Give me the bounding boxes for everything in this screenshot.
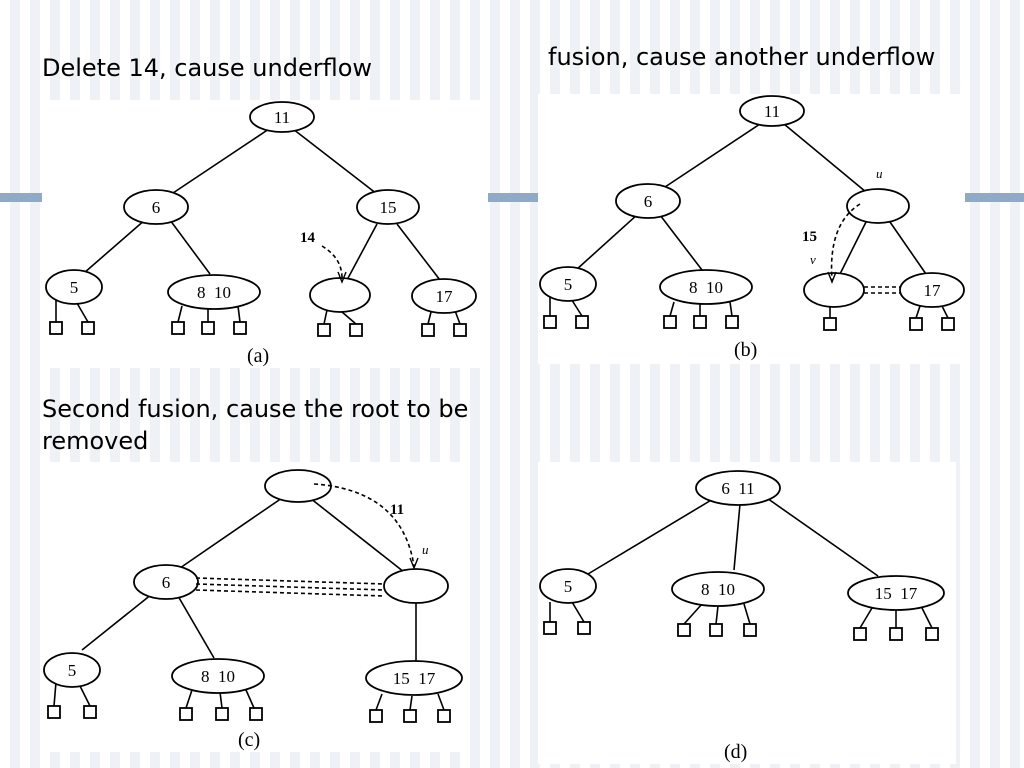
caption-fusion: fusion, cause another underflow [548, 43, 936, 71]
node-leaf-underflow [309, 277, 371, 313]
node-leaf-rr [899, 272, 965, 308]
external-leaves [47, 705, 451, 723]
node-left-label: 6 [644, 192, 653, 211]
node-root-label: 6 11 [721, 479, 754, 498]
node-leaf-rr-label: 15 17 [393, 669, 436, 688]
node-left [123, 189, 189, 225]
caption-delete-14: Delete 14, cause underflow [42, 54, 373, 82]
node-left [615, 183, 681, 219]
node-right-underflow [846, 188, 910, 224]
node-leaf-lr-label: 8 10 [689, 278, 723, 297]
panel-label-d: (d) [724, 741, 747, 763]
node-leaf-lr [167, 274, 261, 310]
u-label: u [422, 542, 429, 557]
v-label: v [810, 252, 816, 267]
external-leaves [543, 621, 939, 641]
tree-panel-a: 11 6 15 5 8 10 17 14 (a) [42, 100, 488, 368]
node-left-label: 6 [162, 573, 171, 592]
node-leaf-lr [659, 269, 753, 305]
node-leaf-lr-label: 8 10 [201, 667, 235, 686]
node-leaf-ll [45, 269, 103, 305]
slide-accent-bar [0, 193, 1024, 202]
deleted-key-annotation: 14 [300, 230, 347, 284]
node-root [695, 470, 781, 506]
node-root-label: 11 [274, 108, 290, 127]
node-leaf-ll-label: 5 [564, 275, 573, 294]
node-leaf-rr-label: 17 [436, 287, 454, 306]
tree-b-svg: 11 6 5 8 10 17 15 u v [539, 95, 965, 361]
node-right-u [383, 568, 449, 604]
panel-label-c: (c) [238, 729, 260, 751]
node-leaf-lm [671, 571, 765, 607]
moved-key-label: 15 [802, 229, 817, 245]
node-root-label: 11 [764, 102, 780, 121]
tree-panel-d: 6 11 5 8 10 15 17 (d) [538, 462, 956, 764]
node-left [133, 564, 199, 600]
node-leaf-rr [365, 660, 463, 696]
tree-a-svg: 11 6 15 5 8 10 17 14 (a) [45, 101, 477, 367]
node-root-empty [264, 469, 332, 503]
fusion-dashed-link [864, 286, 900, 294]
moved-key-label: 11 [390, 502, 404, 518]
external-leaves [543, 315, 955, 331]
node-right-label: 15 [380, 198, 397, 217]
fusion-dashed-link [195, 577, 385, 597]
node-left-label: 6 [152, 198, 161, 217]
external-leaves [49, 321, 467, 337]
node-leaf-rr [411, 278, 477, 314]
moved-key-annotation: 15 [802, 203, 861, 284]
moved-key-annotation: 11 [313, 483, 419, 570]
node-leaf-lr [847, 575, 945, 611]
node-leaf-ll [43, 652, 101, 688]
tree-c-svg: 6 5 8 10 15 17 11 u (c) [43, 469, 463, 751]
panel-label-a: (a) [247, 345, 269, 367]
caption-second-fusion: Second fusion, cause the root to be remo… [42, 395, 469, 455]
node-leaf-ll [539, 266, 597, 302]
node-right [356, 189, 420, 225]
node-leaf-lr-label: 15 17 [875, 584, 918, 603]
node-leaf-v [803, 272, 865, 308]
node-root [739, 95, 805, 127]
u-label: u [876, 166, 883, 181]
deleted-key-label: 14 [300, 230, 316, 246]
panel-label-b: (b) [734, 339, 757, 361]
node-leaf-rr-label: 17 [924, 281, 942, 300]
tree-panel-b: 11 6 5 8 10 17 15 u v [538, 94, 965, 364]
node-root [249, 101, 315, 133]
tree-panel-c: 6 5 8 10 15 17 11 u (c) [42, 462, 470, 752]
node-leaf-ll [539, 568, 597, 604]
node-leaf-ll-label: 5 [68, 661, 77, 680]
node-leaf-lr [171, 658, 265, 694]
node-leaf-ll-label: 5 [70, 278, 79, 297]
node-leaf-lr-label: 8 10 [197, 283, 231, 302]
node-leaf-ll-label: 5 [564, 577, 573, 596]
node-leaf-lm-label: 8 10 [701, 580, 735, 599]
tree-d-svg: 6 11 5 8 10 15 17 (d) [539, 470, 945, 763]
